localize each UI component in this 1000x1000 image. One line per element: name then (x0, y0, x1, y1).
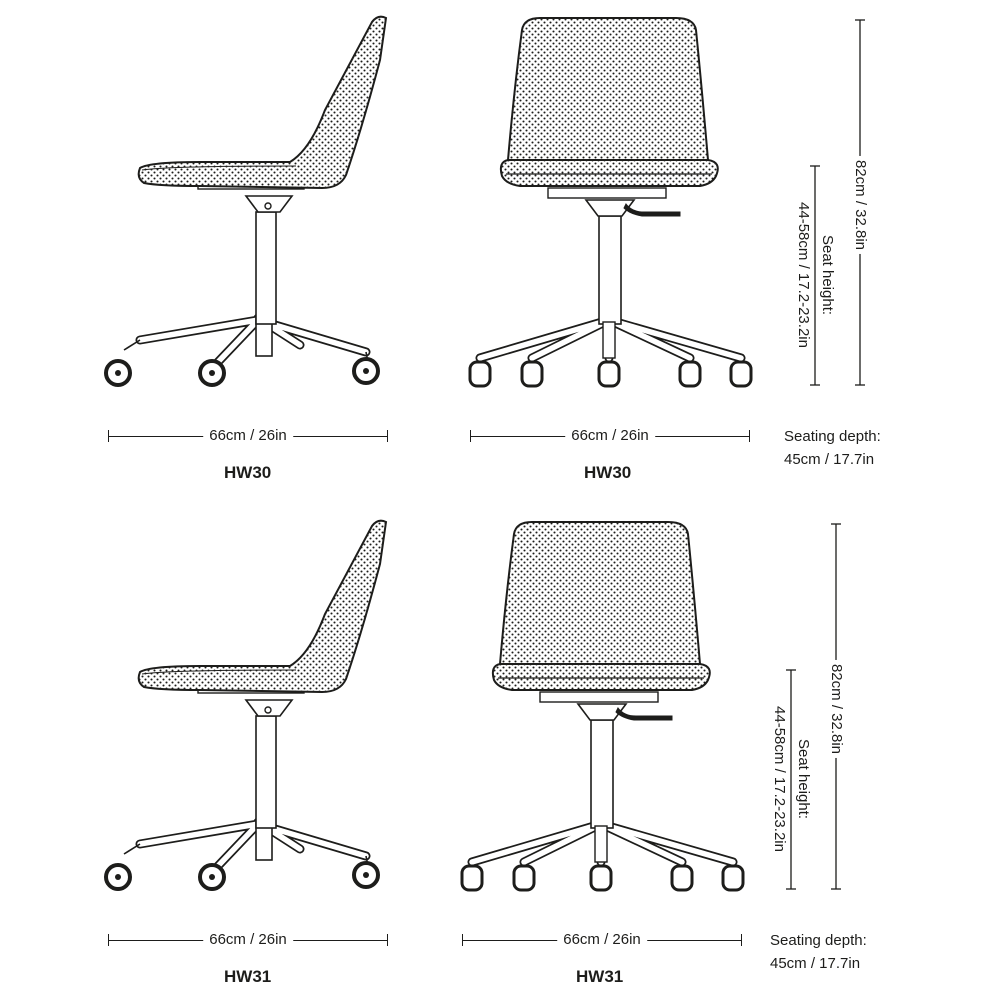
hw31-side-view (106, 521, 386, 889)
hw31-front-width-dimension-cap-right (741, 934, 742, 946)
hw30-side-name: HW30 (224, 463, 272, 482)
hw31-side-width-dimension-label: 66cm / 26in (203, 931, 293, 948)
hw30-side-view (106, 17, 386, 385)
hw30-front-width-dimension-cap-left (470, 430, 471, 442)
hw30-seating-depth-value: 45cm / 17.7in (784, 451, 875, 468)
hw31-front-width-dimension-label: 66cm / 26in (557, 931, 647, 948)
hw30-seat-height-title: Seat height: (819, 234, 837, 316)
hw31-side-width-dimension: 66cm / 26in (108, 931, 388, 949)
hw31-front-width-dimension-cap-left (462, 934, 463, 946)
hw31-side-name: HW31 (224, 967, 272, 986)
hw30-height-label: 82cm / 32.8in (851, 155, 870, 255)
hw30-front-name: HW30 (584, 463, 632, 482)
hw30-side-width-dimension-cap-left (108, 430, 109, 442)
hw30-front-width-dimension-cap-right (749, 430, 750, 442)
hw31-height-label: 82cm / 32.8in (827, 659, 846, 759)
hw31-seat-height-title: Seat height: (795, 738, 813, 820)
hw30-front-width-dimension-label: 66cm / 26in (565, 427, 655, 444)
hw31-front-view (462, 522, 743, 890)
hw30-side-width-dimension-cap-right (387, 430, 388, 442)
hw31-front-name: HW31 (576, 967, 624, 986)
hw30-seat-height-value: 44-58cm / 17.2-23.2in (793, 200, 812, 350)
hw31-front-width-dimension: 66cm / 26in (462, 931, 742, 949)
hw30-side-width-dimension-label: 66cm / 26in (203, 427, 293, 444)
hw30-seating-depth-title: Seating depth: (784, 428, 881, 445)
hw31-side-width-dimension-cap-right (387, 934, 388, 946)
hw31-seating-depth-title: Seating depth: (770, 932, 867, 949)
hw30-front-view (470, 18, 751, 386)
hw30-side-width-dimension: 66cm / 26in (108, 427, 388, 445)
hw31-seating-depth-value: 45cm / 17.7in (770, 955, 861, 972)
hw30-front-width-dimension: 66cm / 26in (470, 427, 750, 445)
hw31-side-width-dimension-cap-left (108, 934, 109, 946)
hw31-seat-height-value: 44-58cm / 17.2-23.2in (769, 704, 788, 854)
